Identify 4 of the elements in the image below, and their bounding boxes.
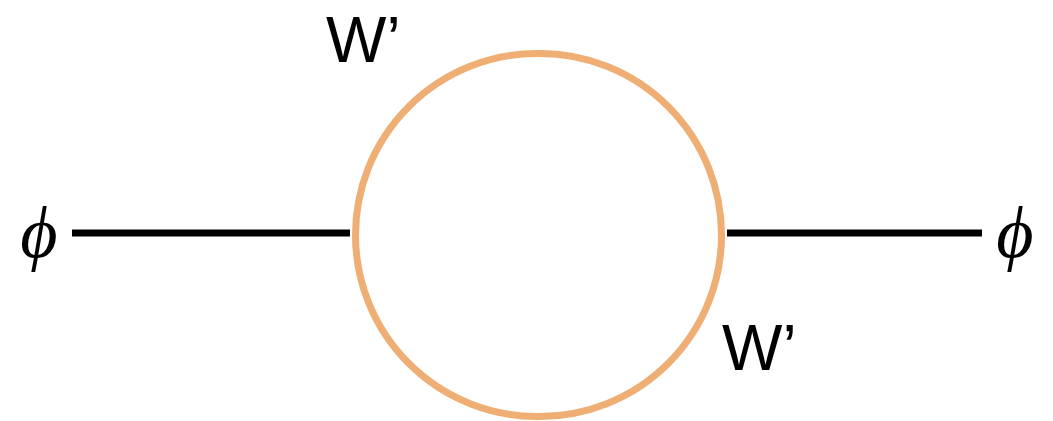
particle-label: W’ bbox=[326, 8, 401, 72]
field-label: ϕ bbox=[984, 193, 1046, 273]
particle-label: W’ bbox=[722, 316, 797, 380]
field-label: ϕ bbox=[8, 193, 70, 273]
